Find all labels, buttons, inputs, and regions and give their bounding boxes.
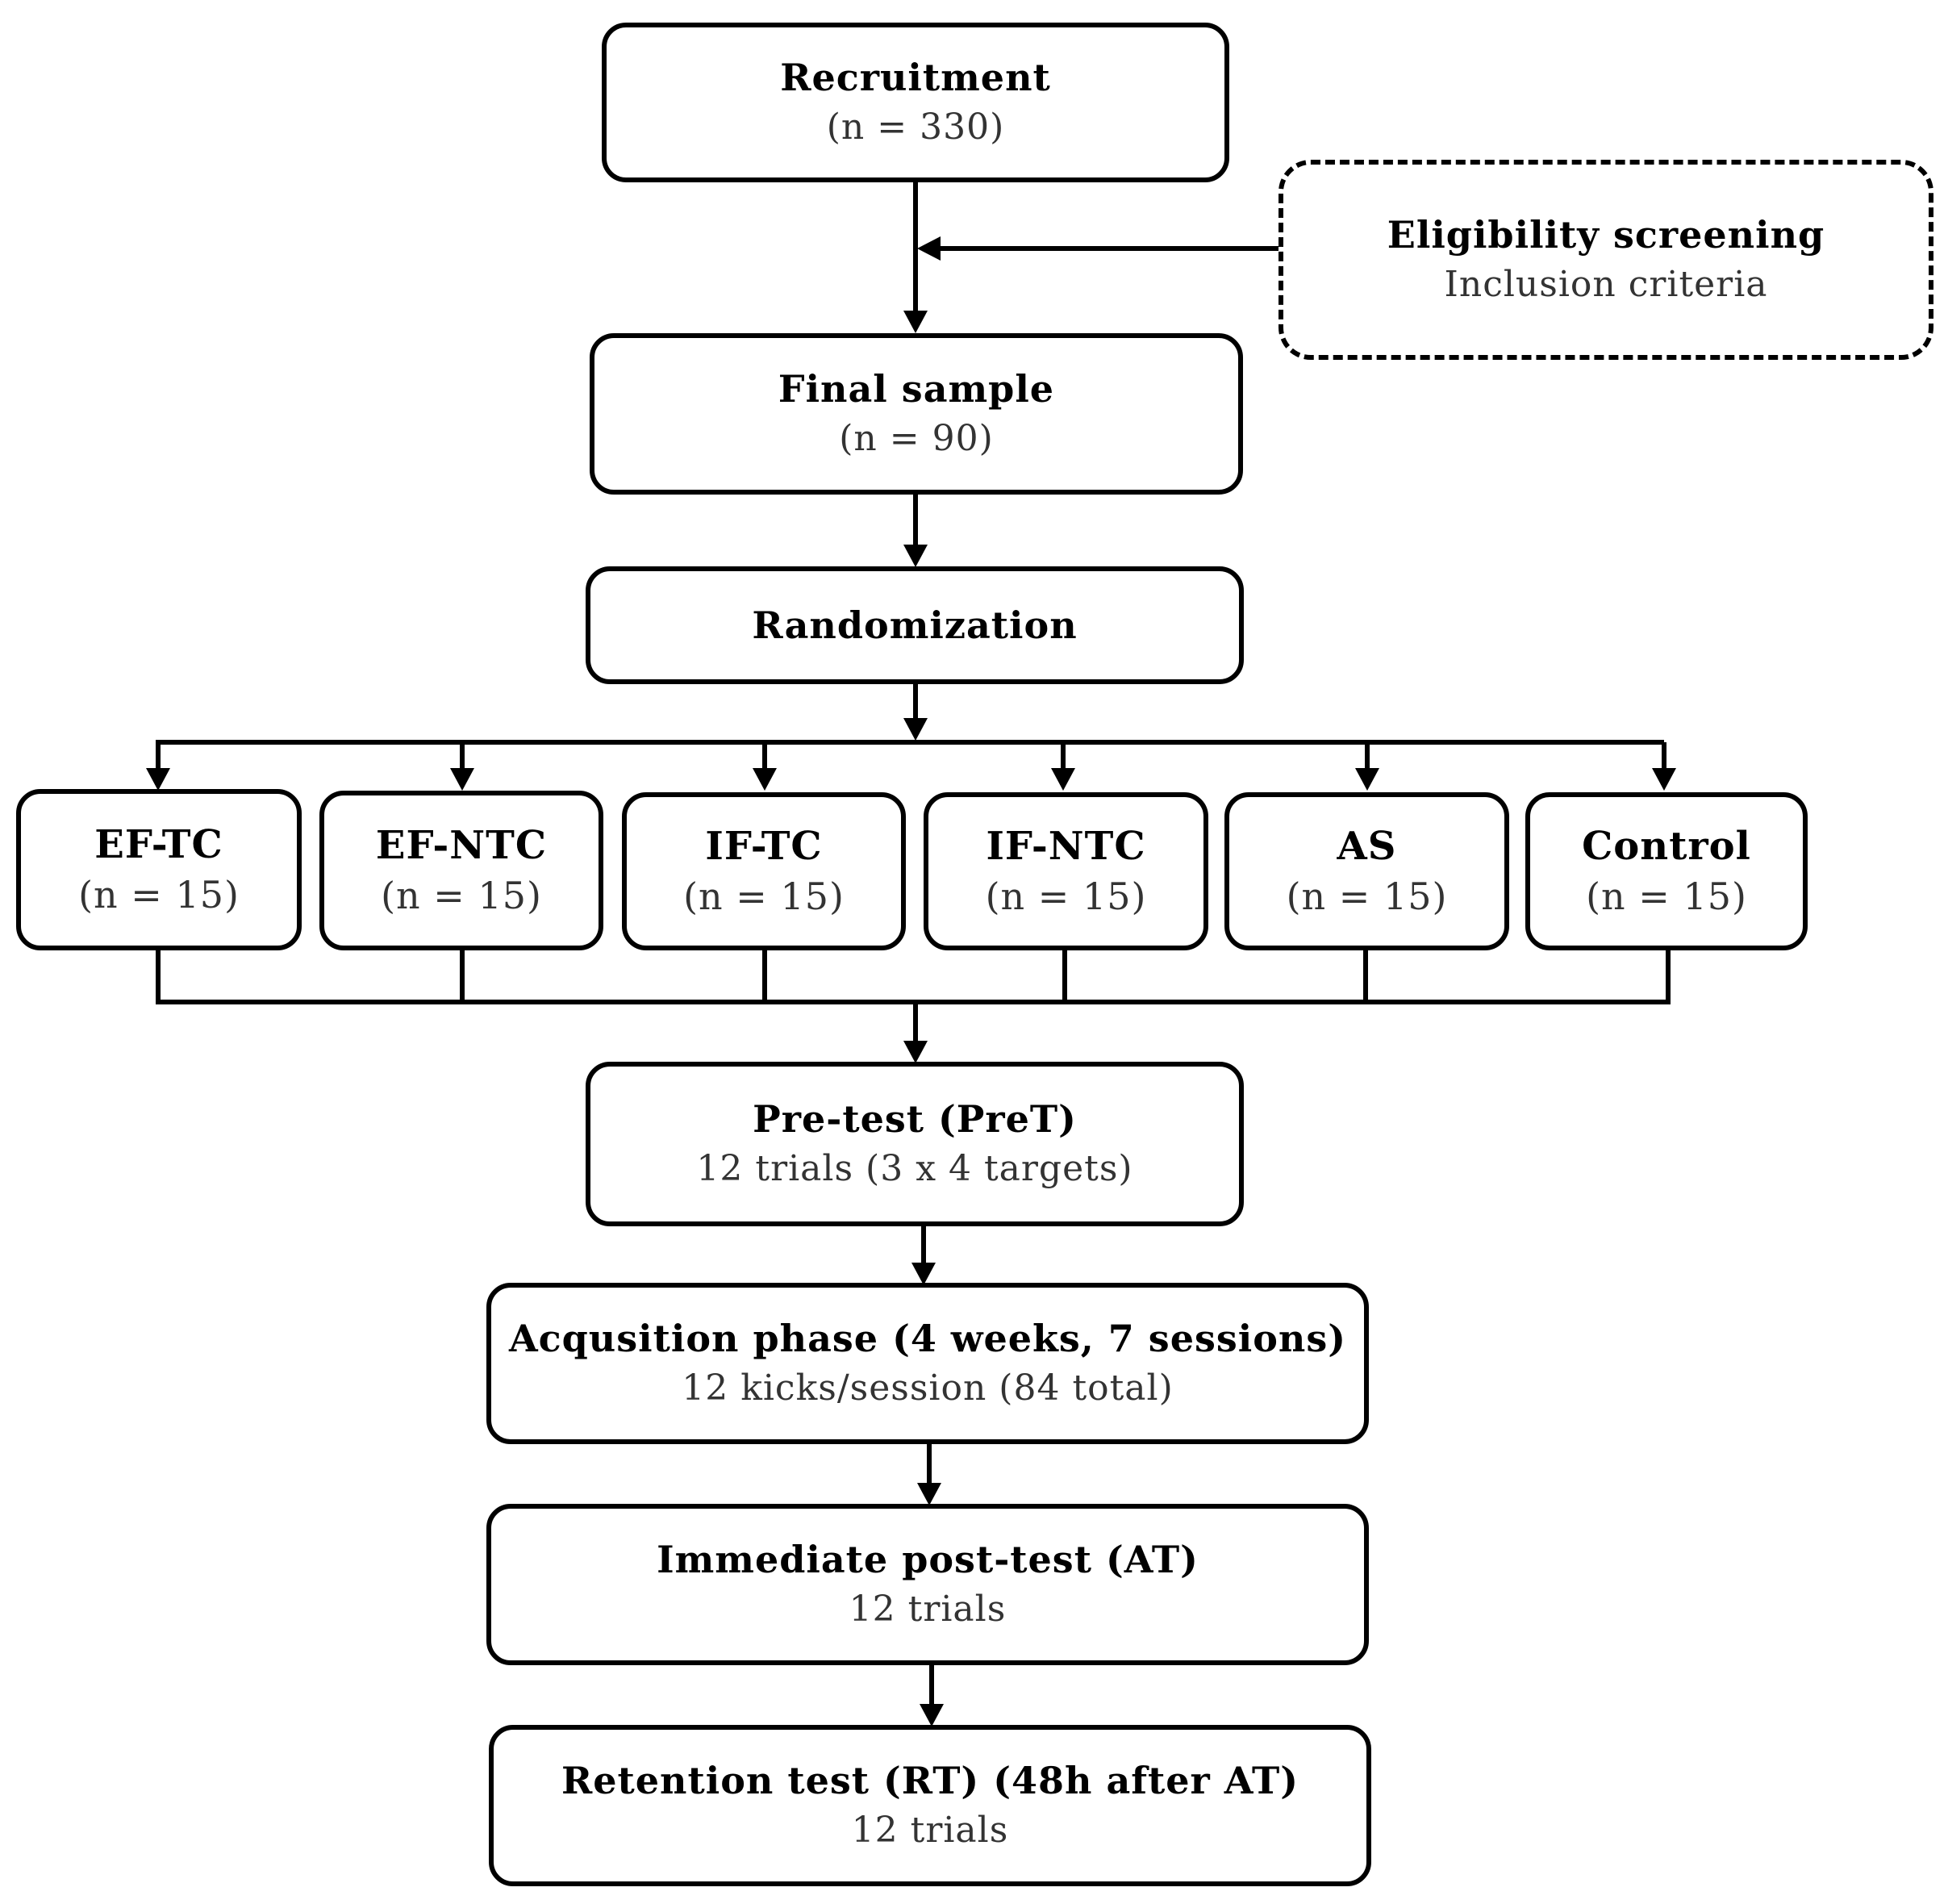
group-count: (n = 15) bbox=[683, 875, 845, 918]
retention-detail: 12 trials bbox=[851, 1810, 1009, 1851]
group-name: EF-TC bbox=[94, 822, 223, 867]
pretest-detail: 12 trials (3 x 4 targets) bbox=[696, 1148, 1133, 1189]
final-sample-box: Final sample (n = 90) bbox=[590, 333, 1243, 495]
arrowhead-randomization bbox=[903, 545, 928, 567]
recruitment-box: Recruitment (n = 330) bbox=[602, 23, 1229, 182]
acquisition-detail: 12 kicks/session (84 total) bbox=[682, 1367, 1174, 1409]
recruitment-title: Recruitment bbox=[780, 56, 1051, 99]
group-name: Control bbox=[1582, 824, 1751, 869]
group-name: EF-NTC bbox=[375, 823, 548, 868]
group-count: (n = 15) bbox=[78, 873, 240, 917]
retention-title: Retention test (RT) (48h after AT) bbox=[561, 1759, 1299, 1802]
recruitment-count: (n = 330) bbox=[826, 106, 1005, 148]
posttest-title: Immediate post-test (AT) bbox=[657, 1538, 1199, 1581]
group-name: AS bbox=[1337, 824, 1397, 869]
randomization-box: Randomization bbox=[586, 566, 1244, 684]
final-sample-title: Final sample bbox=[778, 367, 1055, 411]
acquisition-box: Acqusition phase (4 weeks, 7 sessions) 1… bbox=[486, 1283, 1369, 1444]
arrowhead-eligibility bbox=[917, 236, 941, 261]
group-box-as: AS (n = 15) bbox=[1224, 792, 1509, 950]
posttest-box: Immediate post-test (AT) 12 trials bbox=[486, 1504, 1369, 1665]
group-box-control: Control (n = 15) bbox=[1525, 792, 1808, 950]
eligibility-box: Eligibility screening Inclusion criteria bbox=[1279, 160, 1933, 360]
pretest-box: Pre-test (PreT) 12 trials (3 x 4 targets… bbox=[586, 1062, 1244, 1226]
posttest-detail: 12 trials bbox=[849, 1589, 1007, 1630]
group-count: (n = 15) bbox=[1586, 875, 1747, 918]
arrowhead-bar bbox=[903, 718, 928, 741]
pretest-title: Pre-test (PreT) bbox=[753, 1097, 1077, 1141]
retention-box: Retention test (RT) (48h after AT) 12 tr… bbox=[489, 1725, 1371, 1886]
group-name: IF-TC bbox=[705, 824, 823, 869]
group-count: (n = 15) bbox=[1286, 875, 1448, 918]
group-box-if-tc: IF-TC (n = 15) bbox=[622, 792, 906, 950]
acquisition-title: Acqusition phase (4 weeks, 7 sessions) bbox=[508, 1317, 1347, 1360]
group-count: (n = 15) bbox=[381, 874, 542, 917]
final-sample-count: (n = 90) bbox=[839, 418, 994, 459]
eligibility-title: Eligibility screening bbox=[1387, 213, 1825, 257]
group-name: IF-NTC bbox=[986, 824, 1146, 869]
group-count: (n = 15) bbox=[985, 875, 1147, 918]
group-box-ef-tc: EF-TC (n = 15) bbox=[16, 789, 302, 950]
eligibility-criteria: Inclusion criteria bbox=[1444, 264, 1768, 305]
randomization-title: Randomization bbox=[752, 603, 1078, 647]
group-box-ef-ntc: EF-NTC (n = 15) bbox=[319, 791, 603, 950]
group-box-if-ntc: IF-NTC (n = 15) bbox=[924, 792, 1208, 950]
arrowhead-final-sample bbox=[903, 311, 928, 333]
